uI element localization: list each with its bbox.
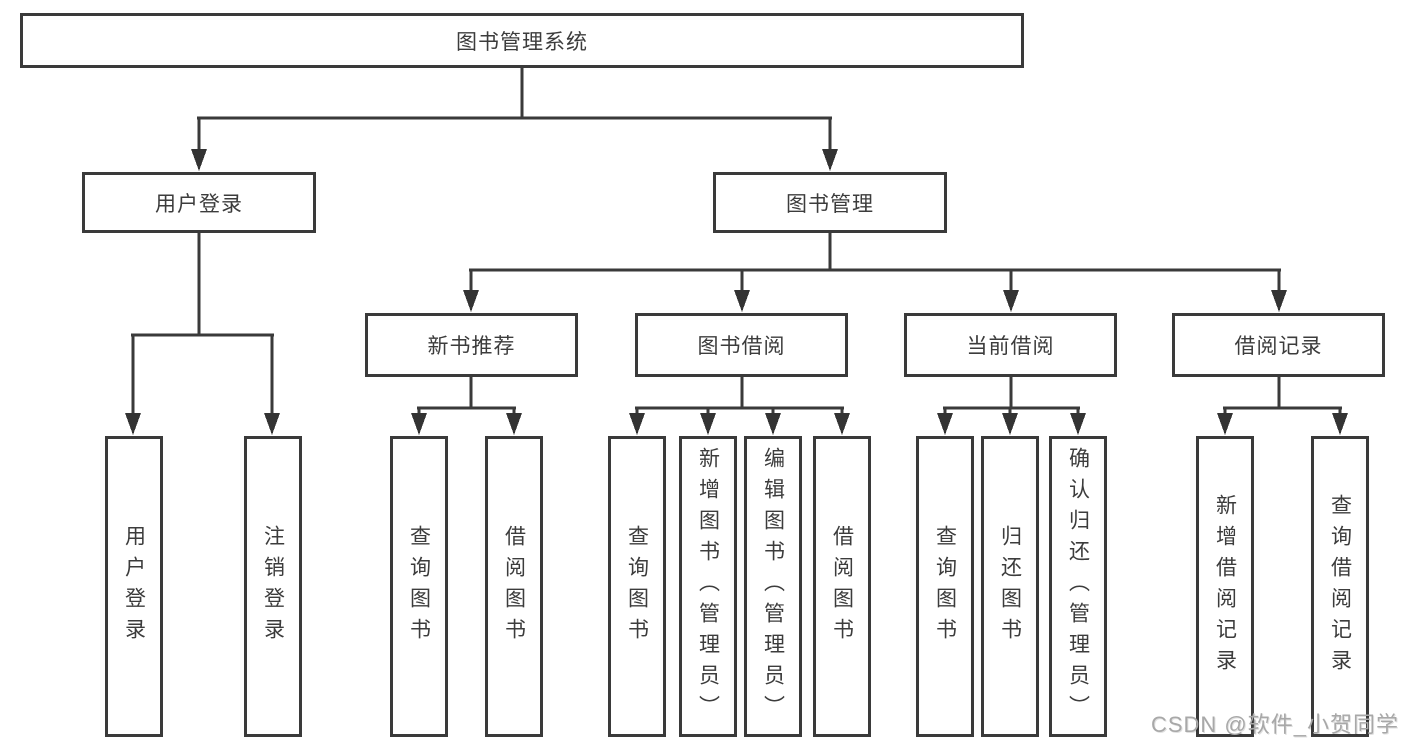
- arrowheads-leaves: [411, 413, 1348, 435]
- node-new-book-recommendation: 新书推荐: [365, 313, 578, 377]
- leaf-borrow-books: 借阅图书: [813, 436, 871, 737]
- node-borrowing-records: 借阅记录: [1172, 313, 1385, 377]
- leaf-label: 编辑图书（管理员）: [761, 447, 785, 726]
- leaf-label: 注销登录: [261, 524, 285, 649]
- leaf-label: 查询图书: [933, 524, 957, 649]
- node-book-management: 图书管理: [713, 172, 947, 233]
- leaf-logout-login: 注销登录: [244, 436, 302, 737]
- leaf-label: 查询借阅记录: [1328, 493, 1352, 680]
- leaf-add-borrow-record: 新增借阅记录: [1196, 436, 1254, 737]
- leaf-label: 归还图书: [998, 524, 1022, 649]
- leaf-label: 用户登录: [122, 524, 146, 649]
- leaf-edit-books-admin: 编辑图书（管理员）: [744, 436, 802, 737]
- leaf-borrow-books-recommend: 借阅图书: [485, 436, 543, 737]
- leaf-label: 新增图书（管理员）: [696, 447, 720, 726]
- arrowheads-level3: [463, 290, 1287, 312]
- leaf-label: 新增借阅记录: [1213, 493, 1237, 680]
- edge-userlogin-to-leaves: [131, 233, 274, 416]
- leaf-confirm-return-admin: 确认归还（管理员）: [1049, 436, 1107, 737]
- leaf-label: 查询图书: [407, 524, 431, 649]
- leaf-label: 确认归还（管理员）: [1066, 447, 1090, 726]
- leaf-label: 借阅图书: [830, 524, 854, 649]
- edge-bookmgmt-to-level3: [469, 233, 1281, 293]
- leaf-return-books: 归还图书: [981, 436, 1039, 737]
- leaf-label: 借阅图书: [502, 524, 526, 649]
- csdn-watermark: CSDN @软件_小贺同学: [1150, 712, 1399, 737]
- edge-root-to-level2: [197, 68, 832, 152]
- node-current-borrowing: 当前借阅: [904, 313, 1117, 377]
- node-library-management-system: 图书管理系统: [20, 13, 1024, 68]
- leaf-user-login: 用户登录: [105, 436, 163, 737]
- arrowheads-userlogin-leaves: [125, 413, 280, 435]
- edge-level3-to-leaves: [417, 377, 1342, 416]
- node-book-borrowing: 图书借阅: [635, 313, 848, 377]
- leaf-query-books-borrow: 查询图书: [608, 436, 666, 737]
- leaf-add-books-admin: 新增图书（管理员）: [679, 436, 737, 737]
- node-user-login: 用户登录: [82, 172, 316, 233]
- leaf-label: 查询图书: [625, 524, 649, 649]
- leaf-query-books-current: 查询图书: [916, 436, 974, 737]
- arrowheads-level2: [191, 149, 838, 171]
- leaf-query-borrow-record: 查询借阅记录: [1311, 436, 1369, 737]
- leaf-query-books-recommend: 查询图书: [390, 436, 448, 737]
